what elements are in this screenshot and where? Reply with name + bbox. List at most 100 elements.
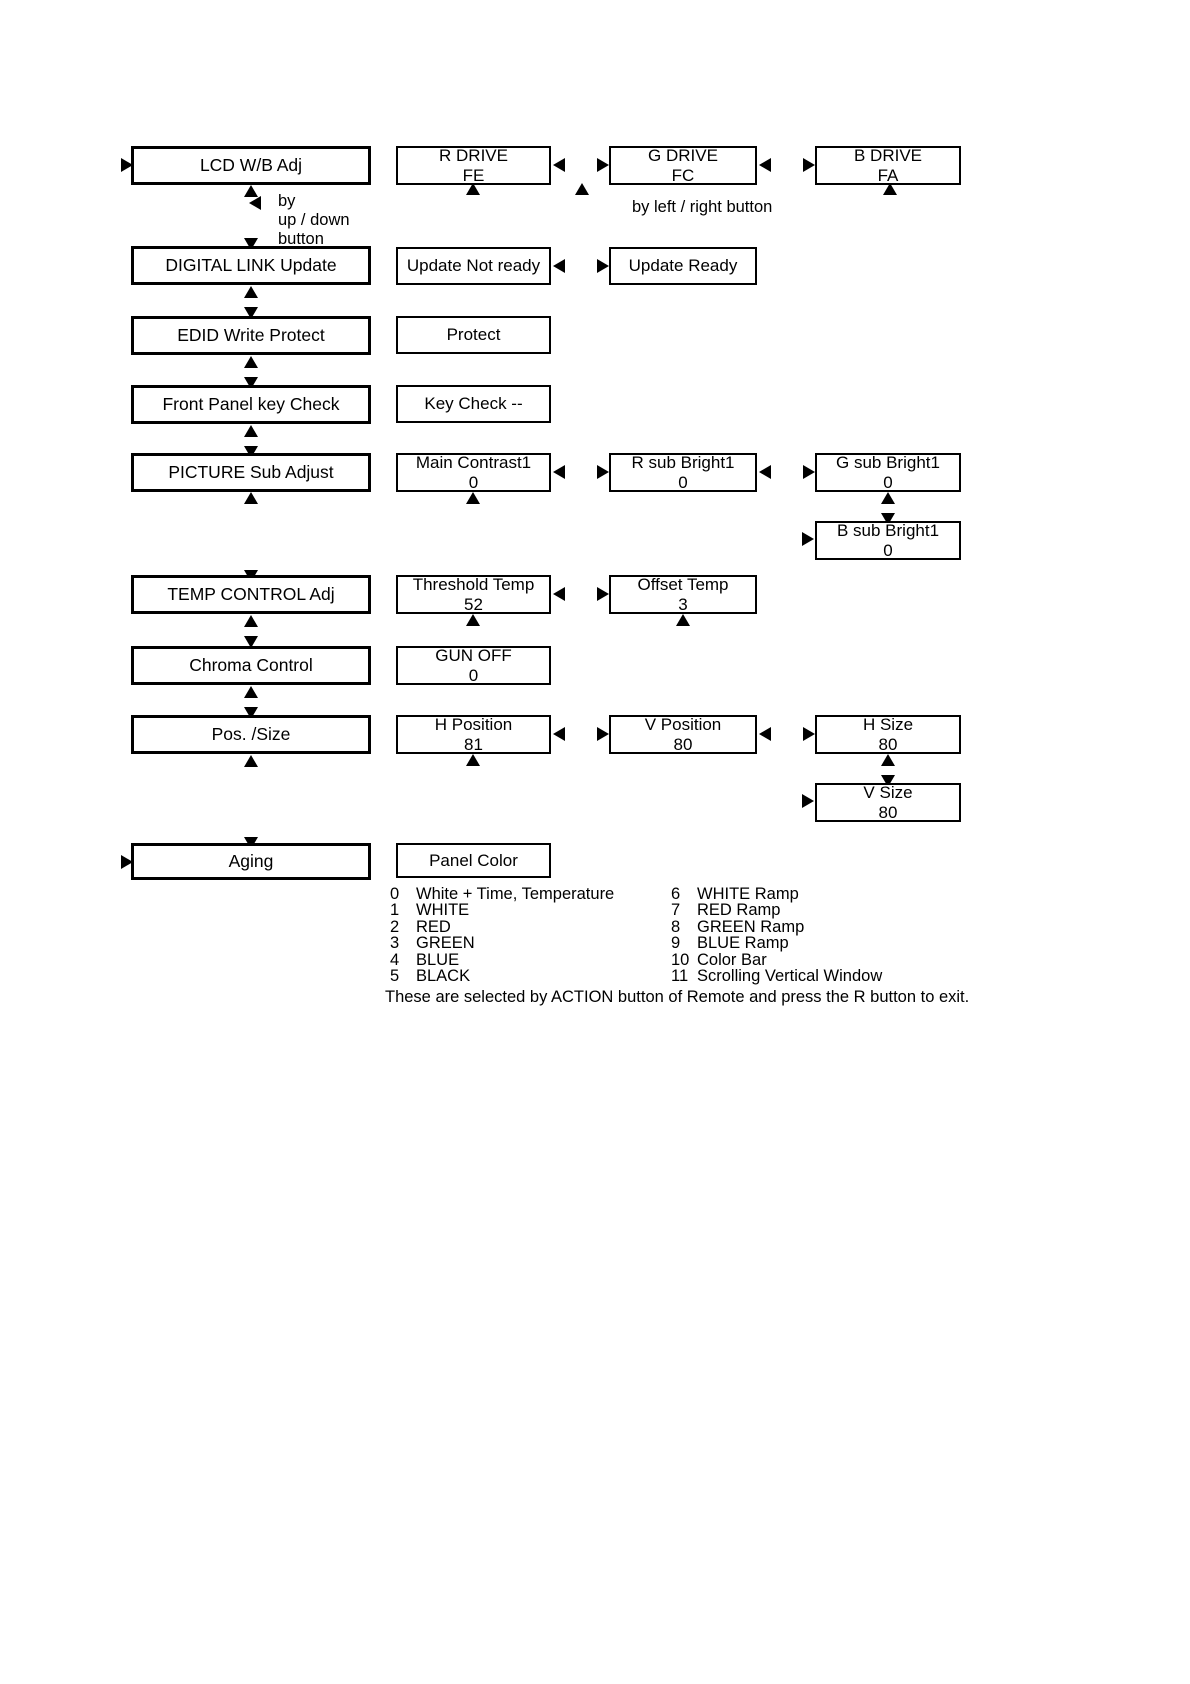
value-box-update-not-ready[interactable]: Update Not ready	[396, 247, 551, 285]
menu-item-label: EDID Write Protect	[177, 324, 325, 345]
value-box-threshold-temp[interactable]: Threshold Temp 52	[396, 575, 551, 614]
arrow-menu3-menu4-line	[0, 873, 2, 895]
loop-bsub-to-maincontrast-arrowhead-right	[802, 532, 814, 546]
value-box-b-drive[interactable]: B DRIVE FA	[815, 146, 961, 185]
loop-offset-to-threshold-right-arrowhead	[676, 614, 690, 626]
arrow-gdrive-bdrive-head-right	[803, 158, 815, 172]
return-spine-bottom-arrowhead	[121, 855, 133, 869]
legend-footer-note: These are selected by ACTION button of R…	[385, 988, 970, 1006]
arrow-rsub-gsub-head-left	[759, 465, 771, 479]
value-box-h-size[interactable]: H Size 80	[815, 715, 961, 754]
value-box-value: 0	[883, 472, 893, 492]
value-box-title: Panel Color	[429, 850, 518, 870]
menu-item-label: Front Panel key Check	[162, 393, 340, 414]
value-box-h-position[interactable]: H Position 81	[396, 715, 551, 754]
value-box-key-check[interactable]: Key Check --	[396, 385, 551, 423]
arrow-menu6-menu7-line	[0, 1101, 2, 1123]
value-box-offset-temp[interactable]: Offset Temp 3	[609, 575, 757, 614]
legend-index: 8	[671, 917, 681, 936]
loop-vsize-to-hposition-horizontal	[0, 1175, 331, 1177]
value-box-title: G sub Bright1	[836, 453, 940, 473]
value-box-r-sub-bright1[interactable]: R sub Bright1 0	[609, 453, 757, 492]
panel-color-legend: 0 White + Time, Temperature 1 WHITE 2 RE…	[390, 885, 1010, 985]
arrow-notready-ready-head-right	[597, 259, 609, 273]
leader-left-right-label	[0, 765, 45, 767]
value-box-v-position[interactable]: V Position 80	[609, 715, 757, 754]
value-box-title: Protect	[446, 325, 501, 345]
value-box-value: 52	[464, 594, 483, 614]
menu-item-label: Chroma Control	[189, 654, 313, 675]
legend-index: 2	[390, 917, 400, 936]
loop-offset-to-threshold-left-arrowhead	[466, 614, 480, 626]
value-box-g-drive[interactable]: G DRIVE FC	[609, 146, 757, 185]
legend-index: 4	[390, 950, 400, 969]
value-box-title: Update Not ready	[406, 256, 541, 276]
arrow-menu5-menu6-head-up	[244, 492, 258, 504]
value-box-value: 81	[464, 734, 483, 754]
legend-item: 5 BLACK	[390, 966, 690, 985]
connector-chroma-to-gunoff	[0, 1123, 25, 1125]
value-box-title: R sub Bright1	[631, 453, 735, 473]
arrow-threshold-offset-head-right	[597, 587, 609, 601]
value-box-value: 80	[878, 734, 898, 754]
value-box-v-size[interactable]: V Size 80	[815, 783, 961, 822]
value-box-title: V Size	[863, 783, 913, 803]
menu-item-picture-sub-adjust[interactable]: PICTURE Sub Adjust	[131, 453, 371, 492]
connector-frontpanel-to-keycheck	[0, 895, 25, 897]
loop-offset-to-threshold-horizontal	[0, 1073, 212, 1075]
legend-index: 9	[671, 934, 681, 953]
value-box-r-drive[interactable]: R DRIVE FE	[396, 146, 551, 185]
loop-drive-horizontal	[0, 707, 419, 709]
arrow-hsize-vsize-head-up	[881, 754, 895, 766]
arrow-menu5-menu6-line	[0, 991, 2, 1069]
menu-item-lcd-wb-adj[interactable]: LCD W/B Adj	[131, 146, 371, 185]
legend-item: 0 White + Time, Temperature	[390, 885, 690, 903]
menu-item-edid-write-protect[interactable]: EDID Write Protect	[131, 316, 371, 355]
arrow-notready-ready-line	[0, 847, 50, 849]
loop-drive-right-arrowhead	[883, 183, 897, 195]
menu-item-label: DIGITAL LINK Update	[165, 254, 337, 275]
value-box-title: Threshold Temp	[412, 575, 535, 595]
legend-label: GREEN Ramp	[697, 917, 805, 936]
menu-item-pos-size[interactable]: Pos. /Size	[131, 715, 371, 754]
menu-item-digital-link-update[interactable]: DIGITAL LINK Update	[131, 246, 371, 285]
connector-aging-to-panelcolor	[0, 1301, 25, 1303]
value-box-b-sub-bright1[interactable]: B sub Bright1 0	[815, 521, 961, 560]
value-box-value: 0	[468, 472, 479, 492]
legend-label: Scrolling Vertical Window	[697, 966, 883, 985]
arrow-hposition-vposition-head-left	[553, 727, 565, 741]
arrow-menu7-menu8-line	[0, 1125, 2, 1147]
legend-label: GREEN	[416, 934, 475, 953]
value-box-gun-off[interactable]: GUN OFF 0	[396, 646, 551, 685]
value-box-title: Main Contrast1	[415, 453, 532, 473]
value-box-value: FE	[462, 165, 485, 185]
value-box-panel-color[interactable]: Panel Color	[396, 843, 551, 878]
value-box-title: R DRIVE	[439, 146, 508, 166]
arrow-gsub-bsub-line	[0, 925, 2, 947]
legend-item: 9 BLUE Ramp	[671, 934, 991, 953]
legend-label: BLACK	[416, 966, 471, 985]
loop-offset-to-threshold-left-riser	[0, 1088, 2, 1101]
annotation-up-down-button: by up / down button	[278, 192, 350, 249]
menu-item-temp-control-adj[interactable]: TEMP CONTROL Adj	[131, 575, 371, 614]
legend-item: 7 RED Ramp	[671, 901, 991, 919]
value-box-main-contrast1[interactable]: Main Contrast1 0	[396, 453, 551, 492]
menu-item-label: Pos. /Size	[211, 723, 291, 744]
value-box-protect[interactable]: Protect	[396, 316, 551, 354]
arrow-menu7-menu8-head-up	[244, 686, 258, 698]
menu-item-front-panel-key-check[interactable]: Front Panel key Check	[131, 385, 371, 424]
arrow-maincontrast-rsub-head-right	[597, 465, 609, 479]
value-box-update-ready[interactable]: Update Ready	[609, 247, 757, 285]
menu-item-aging[interactable]: Aging	[131, 843, 371, 880]
value-box-g-sub-bright1[interactable]: G sub Bright1 0	[815, 453, 961, 492]
loop-bsub-to-maincontrast-arrowhead-up	[466, 492, 480, 504]
loop-drive-left-arrowhead	[466, 183, 480, 195]
arrow-menu1-menu2-head-up	[244, 185, 258, 197]
arrow-gdrive-bdrive-head-left	[759, 158, 771, 172]
legend-right-column: 6 WHITE Ramp 7 RED Ramp 8 GREEN Ramp 9 B…	[671, 885, 991, 985]
legend-item: 1 WHITE	[390, 901, 690, 919]
loop-bsub-to-maincontrast-horizontal	[0, 947, 331, 949]
menu-item-chroma-control[interactable]: Chroma Control	[131, 646, 371, 685]
arrow-menu6-menu7-head-up	[244, 615, 258, 627]
menu-item-label: TEMP CONTROL Adj	[167, 583, 335, 604]
